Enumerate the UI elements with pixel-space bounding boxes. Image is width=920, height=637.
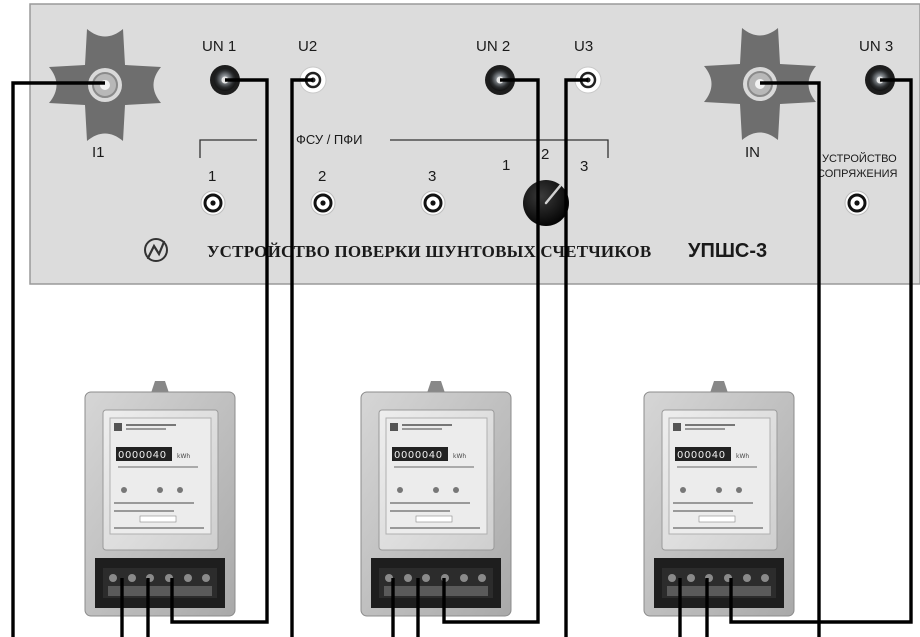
wires (11, 78, 913, 637)
fsu-label: ФСУ / ПФИ (296, 132, 363, 147)
wire-i1 (11, 81, 105, 637)
interface-label-line-2: СОПРЯЖЕНИЯ (817, 168, 898, 180)
interface-label-line-1: УСТРОЙСТВО (822, 152, 897, 165)
wire-in (760, 81, 821, 637)
meter-1-reading: 0000040 (118, 450, 167, 461)
u2-label: U2 (298, 38, 317, 55)
i1-label: I1 (92, 144, 105, 161)
fsu-bracket-line (199, 139, 609, 158)
panel-title: УСТРОЙСТВО ПОВЕРКИ ШУНТОВЫХ СЧЕТЧИКОВ (207, 242, 651, 261)
manufacturer-logo-icon (144, 238, 168, 262)
fsu-connector-2-label: 2 (318, 168, 326, 185)
rotary-switch-knob[interactable] (523, 180, 569, 226)
switch-position-1-label: 1 (502, 157, 510, 174)
meter-2-unit: kWh (453, 453, 466, 460)
electricity-meter-3: 0000040 kWh (643, 381, 795, 617)
fsu-connector-1-label: 1 (208, 168, 216, 185)
wire-un1 (170, 78, 269, 624)
meter-3-unit: kWh (736, 453, 749, 460)
in-label: IN (745, 144, 760, 161)
un1-label: UN 1 (202, 38, 236, 55)
fsu-connector-2[interactable] (310, 190, 336, 216)
switch-position-2-label: 2 (541, 146, 549, 163)
wire-u2 (290, 78, 313, 637)
fsu-connector-3-label: 3 (428, 168, 436, 185)
fsu-connector-3[interactable] (420, 190, 446, 216)
panel-model: УПШС-3 (688, 240, 767, 262)
electricity-meter-1: 0000040 kWh (84, 381, 236, 617)
meter-1-unit: kWh (177, 453, 190, 460)
interface-connector[interactable] (844, 190, 870, 216)
u3-label: U3 (574, 38, 593, 55)
wire-un3 (729, 78, 913, 624)
un2-label: UN 2 (476, 38, 510, 55)
fsu-connector-1[interactable] (200, 190, 226, 216)
instrument-panel: I1 IN (29, 3, 920, 285)
switch-position-3-label: 3 (580, 158, 588, 175)
wire-un2 (442, 78, 540, 624)
meter-3-reading: 0000040 (677, 450, 726, 461)
electricity-meter-2: 0000040 kWh (360, 381, 512, 617)
i1-current-terminal[interactable] (49, 29, 161, 141)
un3-label: UN 3 (859, 38, 893, 55)
wire-u3 (564, 78, 588, 637)
meter-2-reading: 0000040 (394, 450, 443, 461)
